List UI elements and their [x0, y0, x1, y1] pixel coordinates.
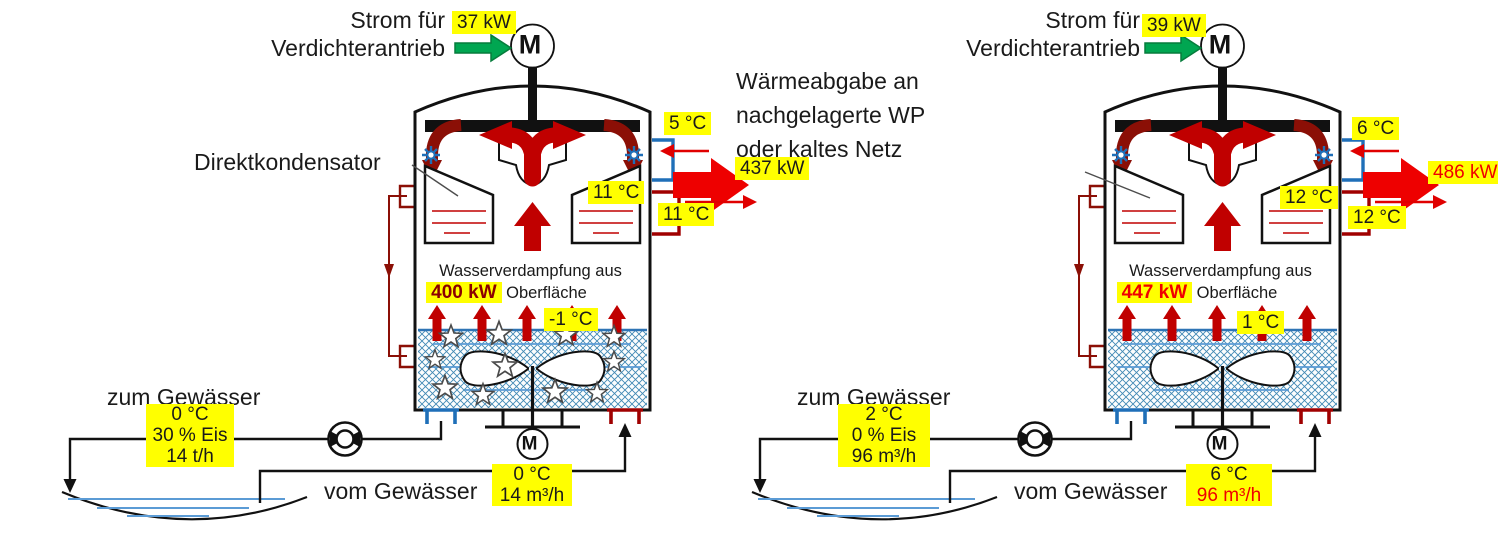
- compressor-motor-label-right: M: [1208, 29, 1232, 60]
- basin-temp-left: -1 °C: [544, 308, 598, 332]
- from-water-flow-left: 14 m³/h: [499, 485, 565, 506]
- drive-label-left: Strom für Verdichterantrieb: [238, 6, 445, 62]
- to-water-temp-right: 2 °C: [865, 404, 903, 425]
- drive-label-right-line1: Strom für: [1045, 7, 1140, 33]
- to-water-flow-right: 96 m³/h: [851, 446, 917, 467]
- from-water-values-left: 0 °C 14 m³/h: [492, 464, 572, 506]
- evaporation-surface-right: Oberfläche: [1196, 284, 1278, 302]
- evaporation-label-left-line2: 400 kW Oberfläche: [424, 281, 589, 304]
- from-water-label-left: vom Gewässer: [324, 478, 478, 504]
- drive-label-left-line1: Strom für: [350, 7, 445, 33]
- from-water-label-right: vom Gewässer: [1014, 478, 1168, 504]
- fan-motor-label-left: M: [521, 433, 538, 455]
- return-temp-left: 5 °C: [664, 112, 712, 136]
- from-water-values-right: 6 °C 96 m³/h: [1186, 464, 1272, 506]
- supply-temp-inner-left: 11 °C: [588, 181, 645, 205]
- to-water-temp-left: 0 °C: [171, 404, 209, 425]
- evaporation-label-right-line2: 447 kW Oberfläche: [1112, 281, 1282, 304]
- to-water-flow-left: 14 t/h: [166, 446, 214, 467]
- condenser-label: Direktkondensator: [194, 149, 381, 175]
- basin-temp-right: 1 °C: [1237, 311, 1285, 335]
- supply-temp-inner-right: 12 °C: [1280, 186, 1338, 210]
- drive-label-right: Strom für Verdichterantrieb: [933, 6, 1140, 62]
- heat-transfer-line2: nachgelagerte WP: [736, 102, 926, 128]
- condenser-leader-line: [411, 164, 1151, 199]
- evaporation-label-right-line1: Wasserverdampfung aus: [1129, 262, 1312, 280]
- evaporation-power-right: 447 kW: [1116, 282, 1193, 303]
- heat-transfer-line3: oder kaltes Netz: [736, 136, 903, 162]
- drive-label-left-line2: Verdichterantrieb: [271, 35, 445, 62]
- evaporation-power-left: 400 kW: [426, 282, 502, 303]
- supply-temp-outer-right: 12 °C: [1348, 206, 1406, 230]
- supply-temp-outer-left: 11 °C: [658, 203, 715, 227]
- heat-output-right: 486 kW: [1428, 161, 1498, 185]
- drive-label-right-line2: Verdichterantrieb: [966, 35, 1140, 62]
- drive-power-left: 37 kW: [452, 11, 516, 35]
- heat-transfer-line1: Wärmeabgabe an: [736, 68, 919, 94]
- from-water-temp-right: 6 °C: [1210, 464, 1248, 485]
- return-temp-right: 6 °C: [1352, 117, 1400, 141]
- to-water-values-left: 0 °C 30 % Eis 14 t/h: [146, 404, 234, 467]
- heat-transfer-text: Wärmeabgabe an nachgelagerte WP oder kal…: [736, 64, 925, 166]
- drive-power-right: 39 kW: [1142, 14, 1206, 38]
- from-water-flow-right: 96 m³/h: [1196, 485, 1262, 506]
- to-water-ice-right: 0 % Eis: [851, 425, 917, 446]
- to-water-values-right: 2 °C 0 % Eis 96 m³/h: [838, 404, 930, 467]
- fan-motor-label-right: M: [1211, 433, 1228, 455]
- evaporation-label-left-line1: Wasserverdampfung aus: [439, 262, 622, 280]
- heat-output-left: 437 kW: [735, 157, 810, 181]
- from-water-temp-left: 0 °C: [513, 464, 551, 485]
- to-water-ice-left: 30 % Eis: [152, 425, 228, 446]
- compressor-motor-label-left: M: [518, 29, 542, 60]
- evaporation-surface-left: Oberfläche: [506, 284, 587, 302]
